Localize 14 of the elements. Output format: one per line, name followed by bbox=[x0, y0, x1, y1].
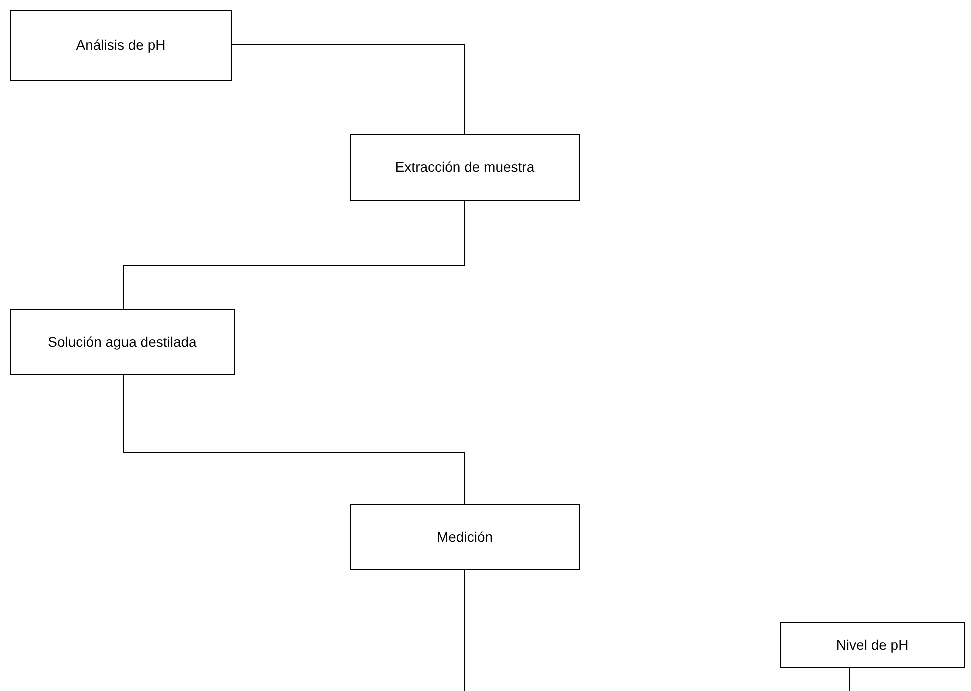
connector-line bbox=[124, 374, 466, 504]
box-label: Extracción de muestra bbox=[394, 158, 536, 177]
process-box bbox=[10, 309, 235, 375]
connector-line bbox=[232, 44, 466, 134]
process-box bbox=[780, 622, 965, 668]
process-box bbox=[350, 134, 580, 201]
box-label: Solución agua destilada bbox=[47, 332, 198, 352]
process-box bbox=[10, 10, 232, 81]
box-label: Nivel de pH bbox=[835, 636, 910, 654]
box-label: Análisis de pH bbox=[75, 36, 167, 55]
process-box bbox=[350, 504, 580, 570]
connector-line bbox=[464, 570, 466, 691]
box-label: Medición bbox=[436, 528, 494, 546]
connector-line bbox=[124, 200, 466, 310]
